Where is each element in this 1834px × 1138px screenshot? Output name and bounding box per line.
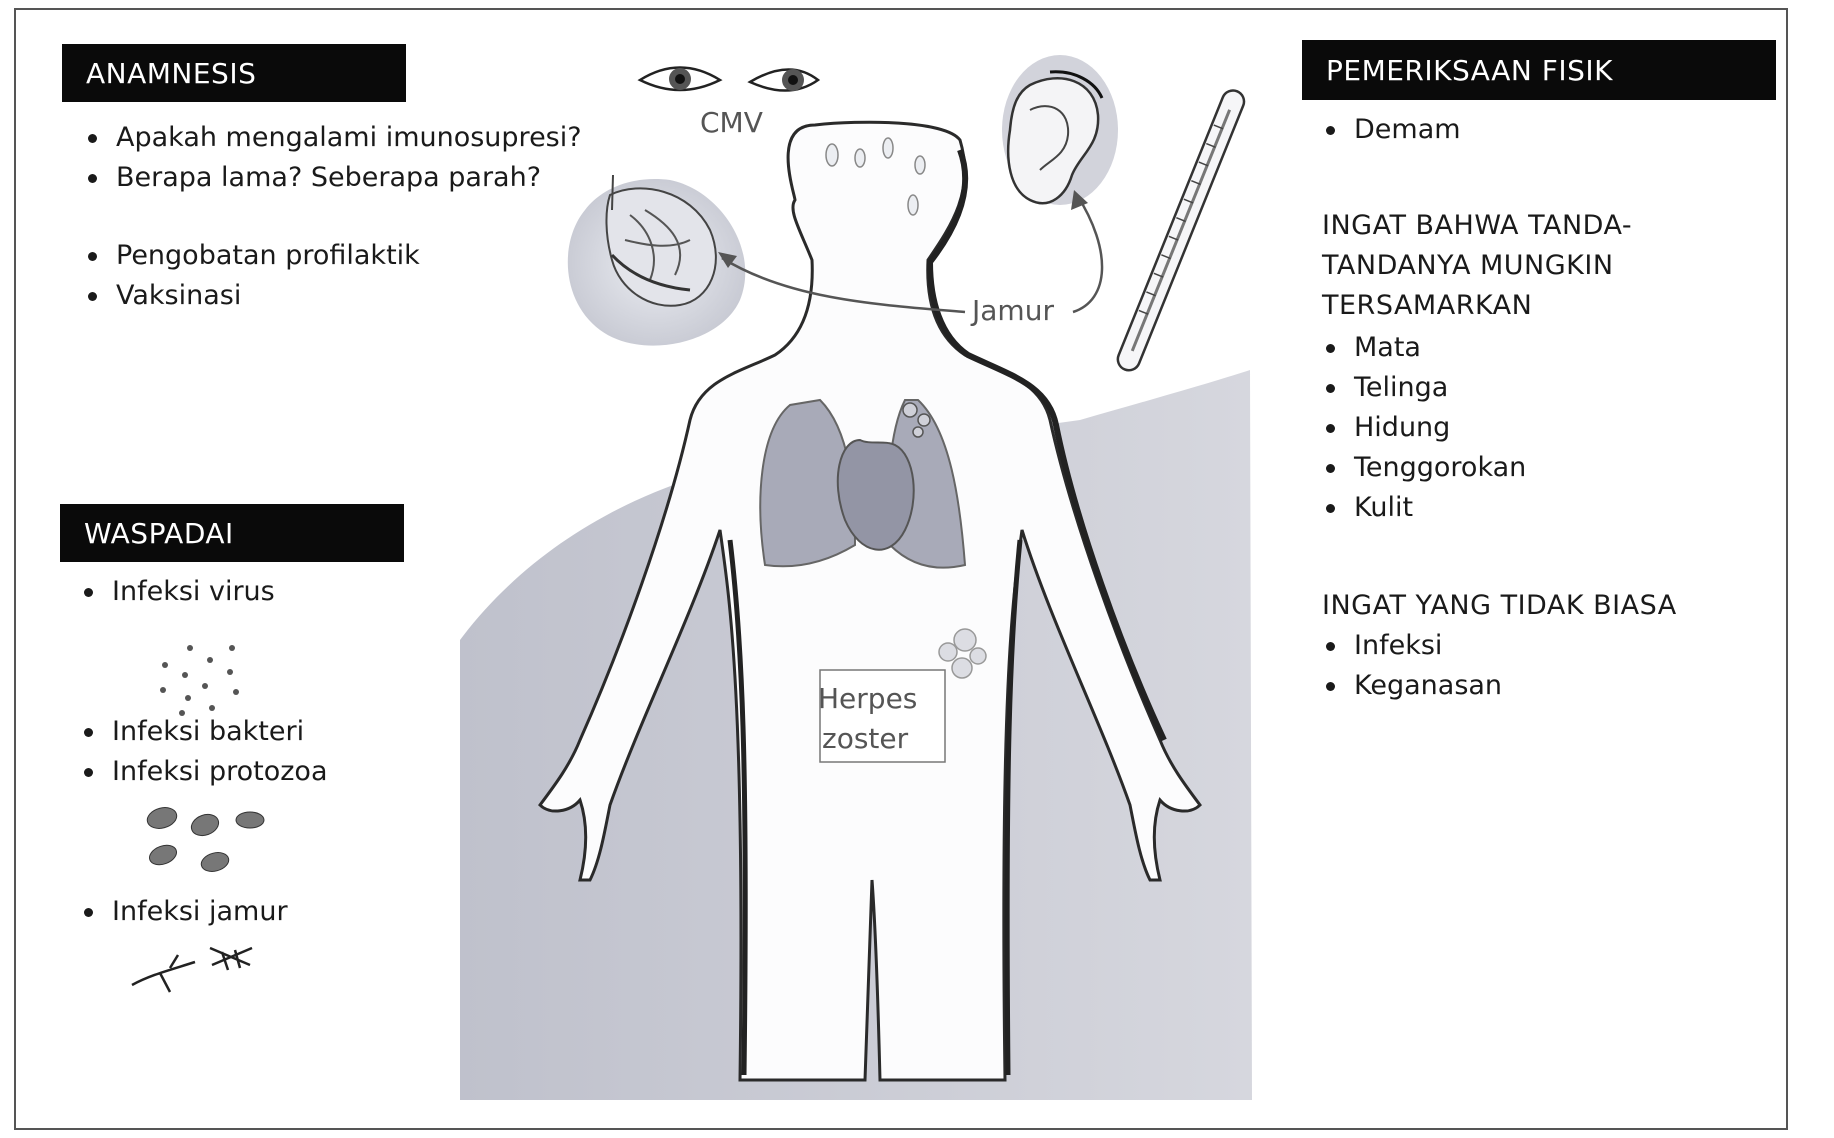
ear-inset [1002,55,1118,205]
list-item: Pengobatan profilaktik [82,236,420,276]
list-item: Telinga [1320,368,1526,408]
list-item: Infeksi bakteri [78,712,328,752]
virus-icon [160,645,239,716]
list-item: Tenggorokan [1320,448,1526,488]
pemeriksaan-header: PEMERIKSAAN FISIK [1302,40,1776,100]
list-item: Kulit [1320,488,1526,528]
note-line: TANDANYA MUNGKIN [1322,246,1632,286]
fungus-icon [132,948,252,992]
note-line: TERSAMARKAN [1322,286,1632,326]
waspadai-list-3: Infeksi jamur [78,892,288,932]
list-item: Mata [1320,328,1526,368]
eyes-icon [640,68,818,92]
herpes-label-line2: zoster [822,722,909,755]
list-item: Apakah mengalami imunosupresi? [82,118,582,158]
list-item: Berapa lama? Seberapa parah? [82,158,582,198]
list-item: Infeksi jamur [78,892,288,932]
mouth-inset [568,175,745,346]
pemeriksaan-list: Demam [1320,110,1461,150]
unusual-title: INGAT YANG TIDAK BIASA [1322,586,1677,626]
waspadai-header: WASPADAI [60,504,404,562]
thermometer [1115,87,1248,373]
list-item: Keganasan [1320,666,1502,706]
jamur-label: Jamur [970,294,1054,327]
anamnesis-list-2: Pengobatan profilaktik Vaksinasi [82,236,420,316]
unusual-list: Infeksi Keganasan [1320,626,1502,706]
anamnesis-title: ANAMNESIS [86,57,256,90]
pemeriksaan-title: PEMERIKSAAN FISIK [1326,54,1613,87]
list-item: Infeksi protozoa [78,752,328,792]
note-line: INGAT BAHWA TANDA- [1322,206,1632,246]
signs-list: Mata Telinga Hidung Tenggorokan Kulit [1320,328,1526,528]
list-item: Demam [1320,110,1461,150]
cmv-label: CMV [700,106,763,139]
protozoa-icon [145,804,264,874]
list-item: Vaksinasi [82,276,420,316]
list-item: Infeksi [1320,626,1502,666]
list-item: Hidung [1320,408,1526,448]
waspadai-list-2: Infeksi bakteri Infeksi protozoa [78,712,328,792]
anamnesis-header: ANAMNESIS [62,44,406,102]
disguised-signs-note: INGAT BAHWA TANDA- TANDANYA MUNGKIN TERS… [1322,206,1632,326]
anamnesis-list: Apakah mengalami imunosupresi? Berapa la… [82,118,582,198]
list-item: Infeksi virus [78,572,275,612]
waspadai-title: WASPADAI [84,517,234,550]
herpes-label-line1: Herpes [818,682,917,715]
waspadai-list-1: Infeksi virus [78,572,275,612]
